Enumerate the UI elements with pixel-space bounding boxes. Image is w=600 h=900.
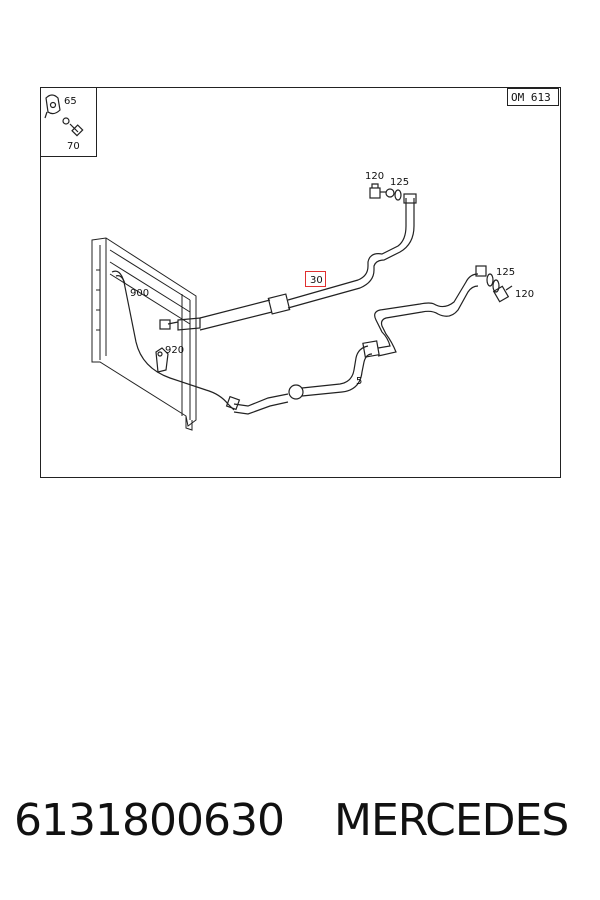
footer: 6131800630 MERCEDES: [0, 795, 600, 865]
connector-920: [155, 347, 169, 373]
inset-box: 65 70: [40, 87, 97, 157]
callout-30: 30: [310, 275, 323, 286]
callout-5: 5: [356, 376, 362, 387]
callout-125-right: 125: [496, 267, 515, 278]
callout-65: 65: [64, 96, 77, 107]
washer-top: [394, 189, 402, 201]
engine-badge: OM 613: [507, 88, 559, 106]
callout-920: 920: [165, 345, 184, 356]
washer-right: [486, 273, 500, 293]
part-number: 6131800630: [14, 795, 285, 846]
diagram-frame: [40, 87, 561, 478]
callout-70: 70: [67, 141, 80, 152]
highlight-box: [305, 271, 326, 287]
brand-name: MERCEDES: [334, 795, 569, 846]
pipe-5: [233, 265, 487, 415]
callout-120-top: 120: [365, 171, 384, 182]
oil-cooler: [91, 237, 197, 431]
fitting-bolt-top: [369, 183, 395, 199]
fitting-bolt-right: [492, 285, 513, 303]
pipe-30: [159, 193, 417, 331]
callout-900: 900: [130, 288, 149, 299]
clamp-icon: [44, 94, 61, 119]
parts-diagram: 65 70 OM 613: [40, 87, 561, 478]
engine-badge-text: OM 613: [511, 91, 551, 104]
callout-125-top: 125: [390, 177, 409, 188]
bolt-icon: [62, 117, 84, 137]
callout-120-right: 120: [515, 289, 534, 300]
callout-30-box: 30: [305, 271, 326, 287]
